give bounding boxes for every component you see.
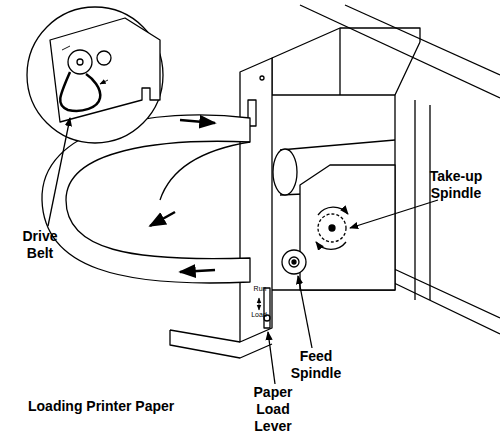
feed-spindle [282,250,306,274]
part-label: Feed Spindle [285,348,347,382]
panel-screw [260,76,264,80]
inset-circle [27,7,163,143]
cabinet-edge [345,5,500,75]
feed-spindle-center [292,260,296,264]
printer-top [272,28,420,58]
paper-roll-end [273,149,297,195]
paper-direction-arrow [150,212,175,226]
leader-line [298,276,312,348]
feed-spindle-hub [289,257,299,267]
part-label: Take-up Spindle [420,168,492,202]
inset-pulley [97,51,111,65]
lever-direction [259,298,260,310]
paper-fold [160,142,250,200]
take-up-spindle [318,214,346,242]
drawer-rail [392,268,500,334]
cabinet-edge [300,5,500,98]
printer-body [272,95,395,290]
inset-pulley-hub [77,59,83,65]
rotation-arrow [316,242,346,249]
front-panel [240,58,272,342]
inset-pulley [68,50,92,74]
printer-edge [340,28,420,95]
leader-line [268,332,275,384]
lever-position-label: Run [248,285,272,293]
figure-caption: Loading Printer Paper [28,398,228,415]
leader-line [48,118,70,226]
paper-direction-arrow [180,270,215,272]
lever-position-label: Load [247,311,271,319]
take-up-hub [329,225,335,231]
inset-plate [50,18,160,122]
paper-direction-arrow [180,120,215,123]
part-label: Drive Belt [10,228,70,262]
inset-drive-belt [60,72,100,111]
side-plate [300,165,395,290]
inset-arrow [62,46,108,84]
paper-loop [42,115,250,283]
part-label: Paper Load Lever [245,384,301,434]
rotation-arrow [318,207,348,215]
cabinet-edge [414,100,415,300]
paper-load-lever [264,288,270,328]
leader-line [350,200,438,228]
